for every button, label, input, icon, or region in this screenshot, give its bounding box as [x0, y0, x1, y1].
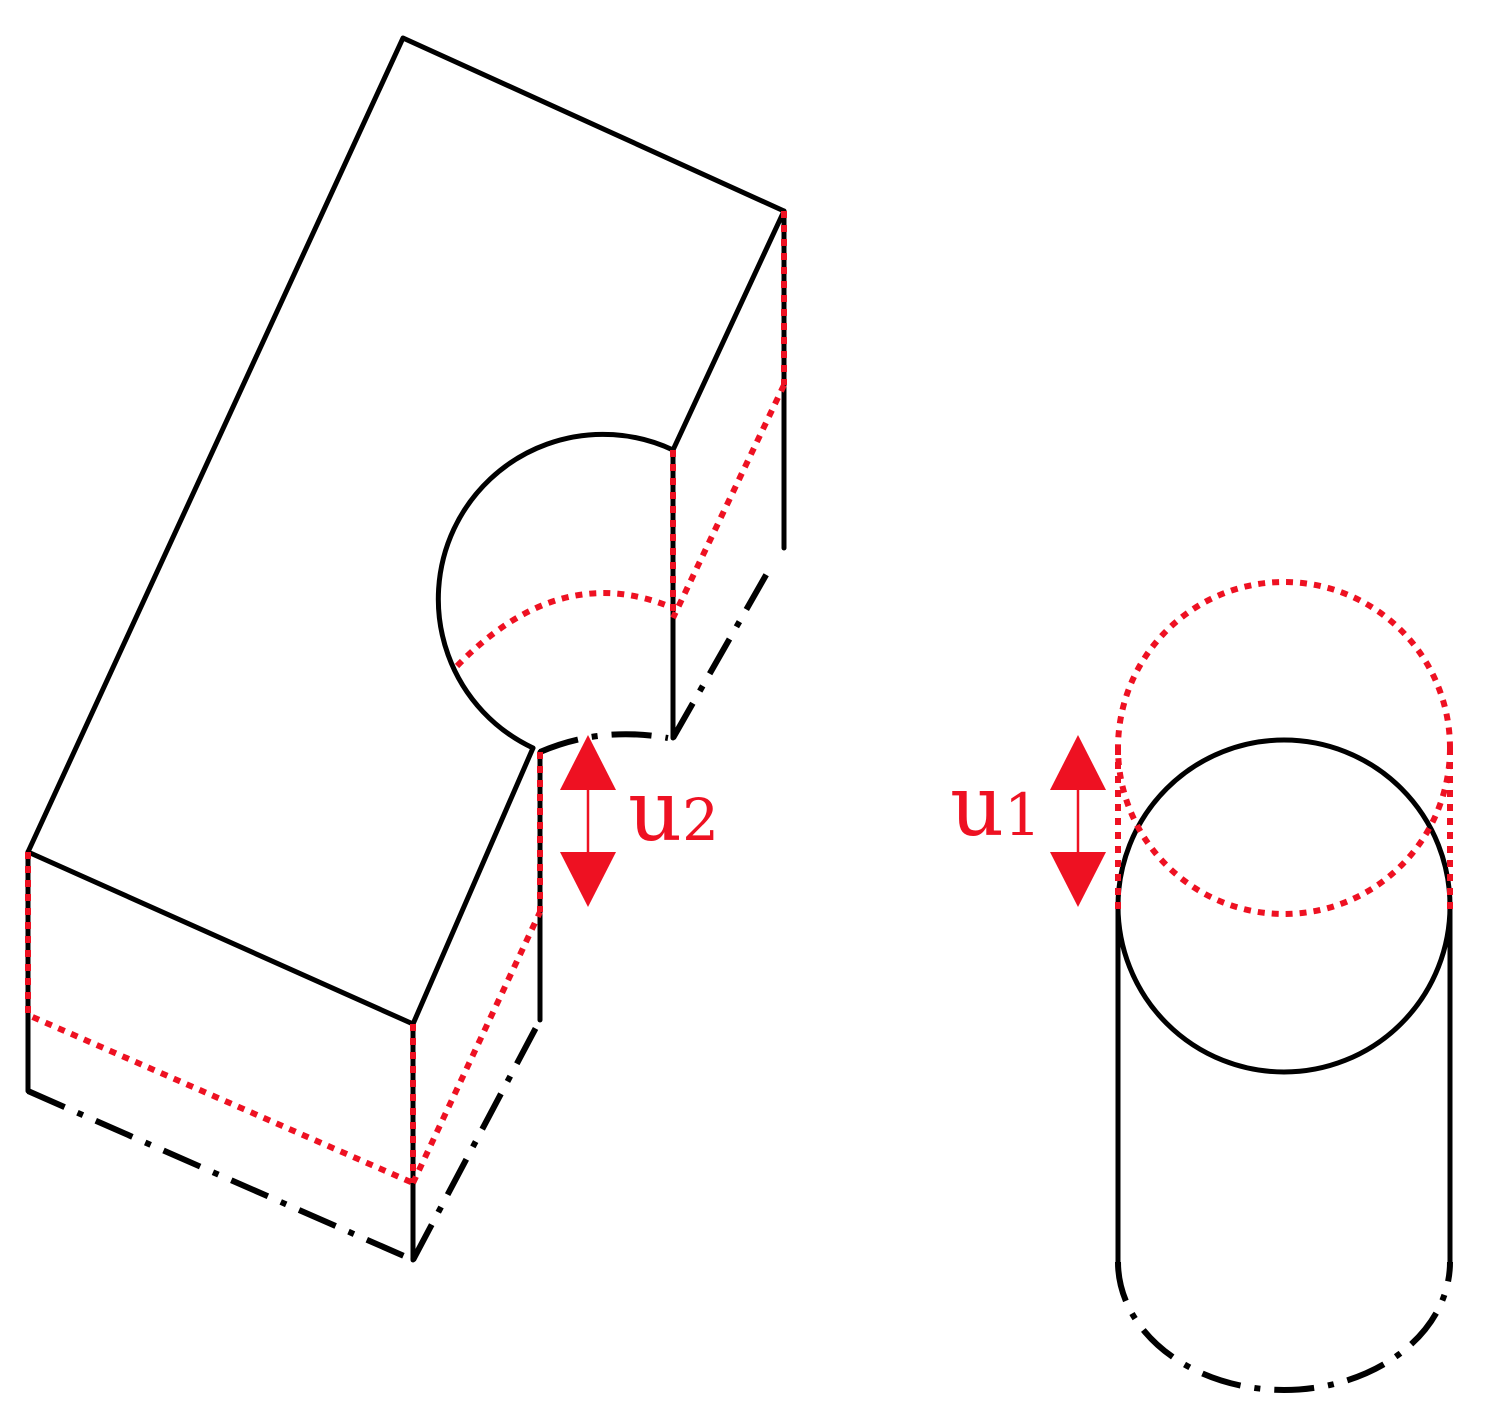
notched-block: [25, 35, 787, 1263]
cylinder: [1115, 579, 1453, 1393]
block-hidden-edges: [26, 566, 773, 1263]
u1-label-subscript: 1: [1004, 781, 1041, 849]
cylinder-displaced-outline: [1115, 579, 1453, 917]
u2-label: u2: [628, 762, 719, 860]
u1-label-base: u: [950, 757, 1004, 855]
u2-arrow: [560, 735, 616, 907]
u1-arrow: [1050, 735, 1106, 907]
cylinder-hidden-bottom: [1115, 1261, 1453, 1393]
cylinder-solid-outline: [1115, 737, 1453, 1265]
u2-label-base: u: [628, 762, 682, 860]
u1-label: u1: [950, 757, 1041, 855]
block-displaced-outline: [25, 211, 787, 1186]
block-solid-outline: [25, 35, 787, 1263]
u2-label-subscript: 2: [682, 786, 719, 854]
